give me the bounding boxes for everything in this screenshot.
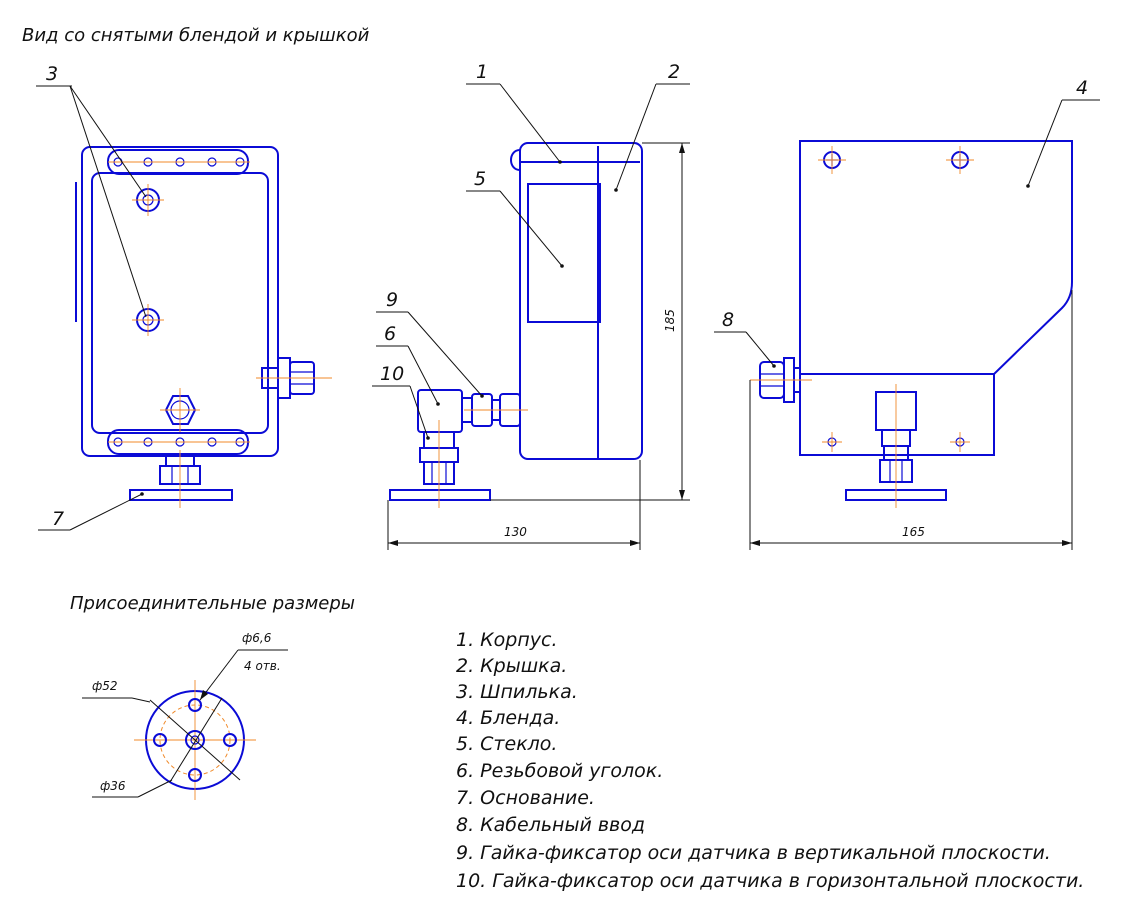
front-top-screws xyxy=(108,157,250,167)
rear-screw-top-left xyxy=(818,146,846,174)
side-base-plate xyxy=(389,489,491,501)
side-threaded-elbow xyxy=(417,389,528,433)
rear-hood-outline xyxy=(799,140,1073,456)
dimension-width-side xyxy=(387,460,641,550)
label-part-7: 7 xyxy=(52,508,64,530)
legend-item-10: 10. Гайка-фиксатор оси датчика в горизон… xyxy=(456,870,1084,892)
label-part-4: 4 xyxy=(1076,77,1088,99)
legend-item-9: 9. Гайка-фиксатор оси датчика в вертикал… xyxy=(456,842,1051,864)
label-part-8: 8 xyxy=(722,309,734,331)
front-stand xyxy=(129,450,233,508)
front-bottom-screws xyxy=(108,437,250,447)
label-part-5: 5 xyxy=(474,168,486,190)
label-part-9: 9 xyxy=(386,289,398,311)
legend-item-8: 8. Кабельный ввод xyxy=(456,814,645,836)
label-part-1: 1 xyxy=(476,61,488,83)
dimension-width-rear-value: 165 xyxy=(902,525,925,539)
dimension-hole-diameter: ф6,6 xyxy=(242,631,272,645)
flange-center-hole xyxy=(185,730,205,750)
legend-item-4: 4. Бленда. xyxy=(456,707,560,729)
dimension-outer-diameter: ф52 xyxy=(92,679,118,693)
mounting-flange xyxy=(134,680,256,800)
legend-item-7: 7. Основание. xyxy=(456,787,595,809)
front-cable-gland xyxy=(256,357,332,399)
label-part-10: 10 xyxy=(380,363,404,385)
dimension-hole-count: 4 отв. xyxy=(244,659,281,673)
flange-holes xyxy=(153,698,237,782)
legend-item-6: 6. Резьбовой уголок. xyxy=(456,760,663,782)
rear-screw-bottom-right xyxy=(950,432,970,452)
label-part-2: 2 xyxy=(668,61,680,83)
rear-fitting xyxy=(845,384,947,508)
side-view xyxy=(389,142,643,508)
rear-screw-top-right xyxy=(946,146,974,174)
label-part-3: 3 xyxy=(46,63,58,85)
legend-item-1: 1. Корпус. xyxy=(456,629,558,651)
rear-screw-bottom-left xyxy=(822,432,842,452)
dimension-width-rear xyxy=(749,290,1073,550)
title-view-without-cover: Вид со снятыми блендой и крышкой xyxy=(22,25,370,46)
side-glass xyxy=(527,183,601,323)
dimension-pcd-diameter: ф36 xyxy=(100,779,126,793)
side-housing xyxy=(519,142,643,460)
dimension-height xyxy=(490,142,690,501)
front-view xyxy=(75,146,332,508)
side-stem xyxy=(389,420,491,508)
dimension-width-side-value: 130 xyxy=(504,525,527,539)
title-mounting-dimensions: Присоединительные размеры xyxy=(70,593,355,614)
legend-item-5: 5. Стекло. xyxy=(456,733,557,755)
dimension-height-value: 185 xyxy=(663,309,677,332)
label-part-6: 6 xyxy=(384,323,396,345)
front-stud-lower xyxy=(132,304,164,336)
parts-legend: 1. Корпус. 2. Крышка. 3. Шпилька. 4. Бле… xyxy=(456,629,1084,892)
legend-item-2: 2. Крышка. xyxy=(456,655,567,677)
side-top-knob xyxy=(510,149,521,171)
rear-view xyxy=(750,140,1073,508)
front-nut xyxy=(160,388,200,432)
front-base-plate xyxy=(129,489,233,501)
rear-cable-gland xyxy=(750,357,812,403)
front-stud-upper xyxy=(132,184,164,216)
legend-item-3: 3. Шпилька. xyxy=(456,681,578,703)
